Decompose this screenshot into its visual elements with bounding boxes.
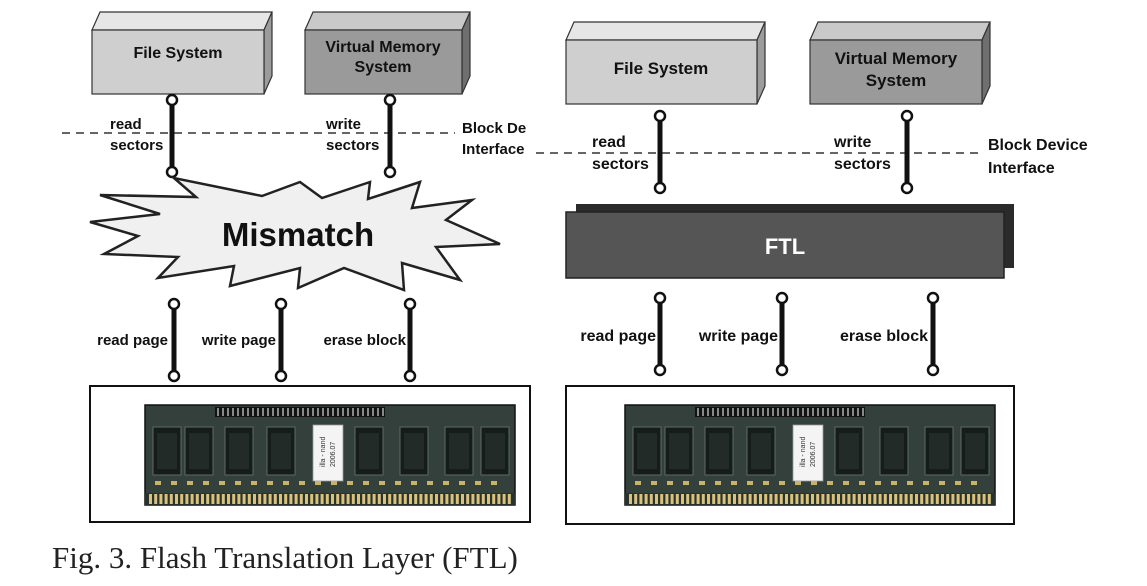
right-sectors-label: sectors — [592, 156, 649, 173]
left-sectors-label: sectors — [110, 137, 163, 154]
right-write-sectors-label: sectors — [834, 156, 891, 173]
left-virtual-memory-box: Virtual Memory System — [304, 11, 471, 95]
left-write-label: write — [325, 116, 361, 133]
mismatch-starburst: Mismatch — [89, 175, 501, 292]
right-write-label: write — [833, 134, 871, 151]
right-vm-label-line1: Virtual Memory — [835, 49, 958, 68]
right-interface-label: Interface — [988, 160, 1055, 177]
left-erase-block-connector — [405, 299, 415, 381]
right-virtual-memory-box: Virtual Memory System — [809, 21, 991, 105]
chip-sticker-date: 2006.07 — [810, 442, 817, 467]
left-read-page-label: read page — [97, 332, 168, 349]
ftl-block: FTL — [565, 204, 1014, 279]
right-file-system-box: File System — [565, 21, 766, 105]
right-read-label: read — [592, 134, 626, 151]
right-read-page-connector — [655, 293, 665, 375]
left-read-page-connector — [169, 299, 179, 381]
left-vm-label-line2: System — [355, 59, 412, 76]
left-block-device-label: Block De — [462, 120, 526, 137]
right-write-page-label: write page — [698, 328, 778, 345]
left-interface-label: Interface — [462, 141, 525, 158]
left-file-system-label: File System — [134, 45, 223, 62]
left-read-label: read — [110, 116, 142, 133]
chip-sticker-date: 2006.07 — [330, 442, 337, 467]
left-write-sectors-label: sectors — [326, 137, 379, 154]
left-write-page-connector — [276, 299, 286, 381]
ftl-label: FTL — [765, 234, 805, 259]
right-erase-block-connector — [928, 293, 938, 375]
left-erase-block-label: erase block — [323, 332, 406, 349]
figure-caption: Fig. 3. Flash Translation Layer (FTL) — [52, 540, 518, 575]
chip-sticker-text: illa - nand — [800, 437, 807, 467]
left-write-sectors-connector — [385, 95, 395, 177]
left-write-page-label: write page — [201, 332, 276, 349]
right-vm-label-line2: System — [866, 71, 926, 90]
left-vm-label-line1: Virtual Memory — [325, 39, 440, 56]
mismatch-label: Mismatch — [222, 216, 374, 253]
right-erase-block-label: erase block — [840, 328, 928, 345]
right-block-device-label: Block Device — [988, 137, 1088, 154]
right-read-page-label: read page — [580, 328, 656, 345]
right-file-system-label: File System — [614, 59, 709, 78]
right-write-page-connector — [777, 293, 787, 375]
chip-sticker-text: illa - nand — [320, 437, 327, 467]
left-read-sectors-connector — [167, 95, 177, 177]
left-file-system-box: File System — [91, 11, 273, 95]
